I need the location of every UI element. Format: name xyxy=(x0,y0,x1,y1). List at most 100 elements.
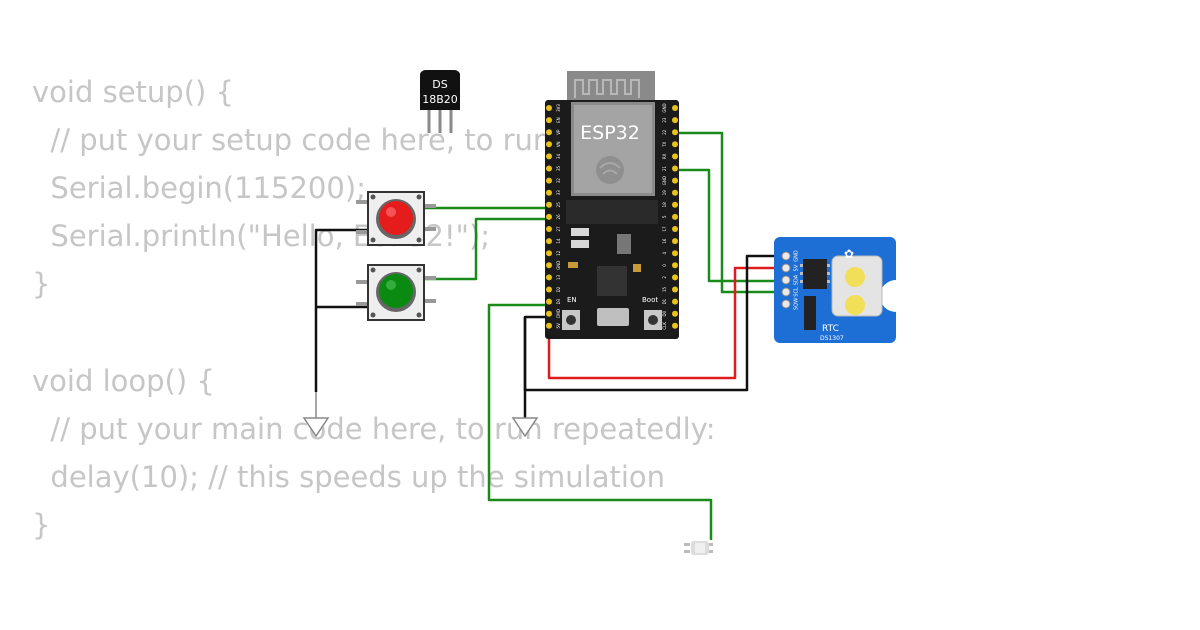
pushbutton-red[interactable] xyxy=(356,191,436,246)
boot-label: Boot xyxy=(642,296,658,304)
esp32-pin-label: EN xyxy=(556,117,561,123)
pushbutton-green[interactable] xyxy=(356,264,436,321)
rtc-pin-label: SDA xyxy=(794,274,800,285)
esp32-pin[interactable] xyxy=(672,117,678,124)
esp32-pin[interactable] xyxy=(546,262,552,269)
button-cap-green[interactable] xyxy=(379,274,413,308)
rtc-model-label: DS1307 xyxy=(820,335,844,342)
esp32-pin-label: CLK xyxy=(662,322,667,330)
esp32-pin[interactable] xyxy=(672,226,678,232)
esp32-pin[interactable] xyxy=(672,286,678,293)
rtc-pin[interactable] xyxy=(781,287,791,297)
esp32-pin-label: 27 xyxy=(556,226,561,232)
rtc-pin-label: 5V xyxy=(794,264,800,271)
esp32-pin[interactable] xyxy=(672,105,678,111)
rtc-pin[interactable] xyxy=(781,251,791,261)
esp32-pin[interactable] xyxy=(546,298,552,305)
esp32-pin[interactable] xyxy=(672,201,678,208)
esp32-pin[interactable] xyxy=(546,274,552,281)
esp32-pin-label: 13 xyxy=(556,274,561,280)
esp32-pin-label: D3 xyxy=(556,298,561,304)
esp32-pin[interactable] xyxy=(546,165,552,172)
esp32-pin[interactable] xyxy=(546,117,552,124)
wire-black-gnd[interactable] xyxy=(523,254,786,392)
rtc-pin-label: SQW xyxy=(794,298,800,310)
esp32-label: ESP32 xyxy=(580,122,640,144)
ground-symbol xyxy=(511,417,539,438)
esp32-pin-label: 34 xyxy=(556,153,561,159)
esp32-pin[interactable] xyxy=(672,129,678,136)
esp32-pin-label: RX xyxy=(662,153,667,159)
esp32-pin-label: 19 xyxy=(662,190,667,196)
esp32-pin[interactable] xyxy=(672,238,678,245)
rtc-pin[interactable] xyxy=(781,275,791,285)
rtc-pin[interactable] xyxy=(781,263,791,273)
esp32-pin-label: 16 xyxy=(662,238,667,244)
esp32-pin[interactable] xyxy=(672,262,678,269)
esp32-board[interactable]: ESP32 EN Boot 3V3ENVPVN34353233252627141… xyxy=(545,71,679,339)
esp32-pin[interactable] xyxy=(546,129,552,136)
esp32-pin-label: 5V xyxy=(556,323,561,329)
esp32-pin[interactable] xyxy=(672,189,678,196)
esp32-pin[interactable] xyxy=(672,274,678,281)
esp32-pin[interactable] xyxy=(672,250,678,257)
wire-green-sda[interactable] xyxy=(672,131,786,294)
wire-green-led[interactable] xyxy=(487,303,713,540)
esp32-pin-label: GND xyxy=(662,103,667,112)
esp32-pin[interactable] xyxy=(672,213,678,220)
esp32-pin-label: 32 xyxy=(556,178,561,184)
esp32-pin-label: 23 xyxy=(662,117,667,123)
esp32-pin[interactable] xyxy=(546,201,552,208)
esp32-pin[interactable] xyxy=(546,189,552,196)
wire-green-green-button[interactable] xyxy=(424,217,549,281)
esp32-pin-label: 25 xyxy=(556,202,561,208)
esp32-pin[interactable] xyxy=(672,310,678,317)
wire-green-scl[interactable] xyxy=(672,168,786,283)
esp32-pin[interactable] xyxy=(672,298,678,305)
esp32-pin-label: 21 xyxy=(662,166,667,172)
esp32-pin[interactable] xyxy=(672,177,678,184)
esp32-pin[interactable] xyxy=(672,322,678,329)
esp32-pin-label: D0 xyxy=(662,310,667,316)
wires xyxy=(314,131,786,540)
esp32-pin[interactable] xyxy=(546,250,552,257)
esp32-pin[interactable] xyxy=(546,105,552,111)
esp32-pin[interactable] xyxy=(546,286,552,293)
ds18b20-sensor[interactable]: DS 18B20 xyxy=(420,69,460,133)
rtc-pin[interactable] xyxy=(781,299,791,309)
esp32-pin-label: CMD xyxy=(556,309,561,318)
esp32-pin[interactable] xyxy=(546,226,552,232)
button-cap-red[interactable] xyxy=(379,201,413,235)
esp32-pin-label: GND xyxy=(662,176,667,185)
esp32-pin[interactable] xyxy=(546,322,552,329)
en-label: EN xyxy=(567,296,577,304)
esp32-pin-label: 0 xyxy=(662,264,667,267)
esp32-pin[interactable] xyxy=(672,165,678,172)
esp32-pin-label: 5 xyxy=(662,215,667,218)
wire-black-buttons-gnd[interactable] xyxy=(314,228,368,392)
esp32-pin-label: D1 xyxy=(662,298,667,304)
esp32-pin-label: 15 xyxy=(662,287,667,293)
esp32-pin[interactable] xyxy=(672,153,678,160)
rtc-pin-label: SCL xyxy=(794,287,800,297)
esp32-pin[interactable] xyxy=(546,177,552,184)
sensor-label: DS xyxy=(432,78,447,91)
esp32-pin-label: 2 xyxy=(662,276,667,279)
esp32-pin[interactable] xyxy=(546,153,552,160)
esp32-pin-label: 3V3 xyxy=(556,104,561,112)
esp32-pin[interactable] xyxy=(546,213,552,220)
esp32-pin[interactable] xyxy=(546,310,552,317)
rtc-label: RTC xyxy=(822,324,839,334)
esp32-pin-label: 12 xyxy=(556,250,561,256)
sensor-label: 18B20 xyxy=(422,93,458,106)
esp32-pin[interactable] xyxy=(546,238,552,245)
led-white[interactable] xyxy=(684,541,713,555)
esp32-pin-label: GND xyxy=(556,261,561,270)
esp32-pin-label: TX xyxy=(662,141,667,147)
esp32-pin[interactable] xyxy=(546,141,552,148)
wire-red-5v[interactable] xyxy=(547,266,786,380)
esp32-pin[interactable] xyxy=(672,141,678,148)
